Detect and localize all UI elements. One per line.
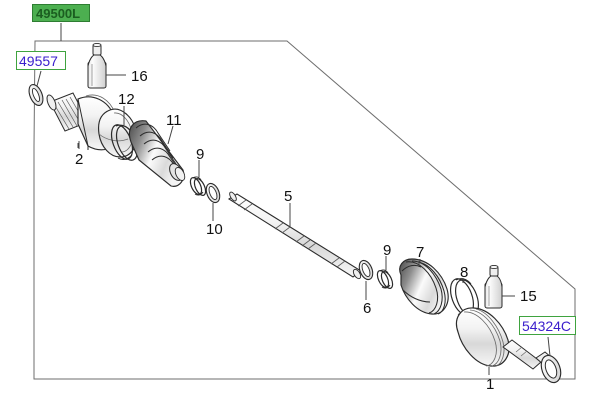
callout-10[interactable]: 10 <box>206 221 223 238</box>
callout-16[interactable]: 16 <box>131 68 148 85</box>
part-number-label-49500L[interactable]: 49500L <box>32 4 90 22</box>
callout-11[interactable]: 11 <box>166 112 182 129</box>
boot-outer <box>399 258 449 315</box>
callout-7[interactable]: 7 <box>416 244 425 261</box>
boot-inner <box>128 120 186 187</box>
callout-2[interactable]: 2 <box>75 151 84 168</box>
part-number-label-54324C[interactable]: 54324C <box>519 316 576 335</box>
drive-shaft <box>227 191 362 280</box>
boot-clamp-small-inner <box>189 160 207 196</box>
callout-5[interactable]: 5 <box>284 188 293 205</box>
callout-9-inner[interactable]: 9 <box>196 146 205 163</box>
seal-54324C <box>540 336 562 384</box>
outer-cv-joint <box>455 307 553 375</box>
snap-ring-49557 <box>28 70 44 106</box>
grease-tube-inner <box>87 42 126 89</box>
callout-9-outer[interactable]: 9 <box>383 242 392 259</box>
callout-12[interactable]: 12 <box>118 91 135 108</box>
callout-6[interactable]: 6 <box>363 300 372 317</box>
callout-1[interactable]: 1 <box>486 376 495 393</box>
ring-6 <box>358 259 374 300</box>
boot-clamp-small-outer <box>376 256 394 289</box>
callout-8[interactable]: 8 <box>460 264 469 281</box>
part-number-label-49557[interactable]: 49557 <box>16 51 66 70</box>
grease-tube-outer <box>484 264 515 309</box>
callout-15[interactable]: 15 <box>520 288 537 305</box>
ring-10 <box>205 182 221 221</box>
